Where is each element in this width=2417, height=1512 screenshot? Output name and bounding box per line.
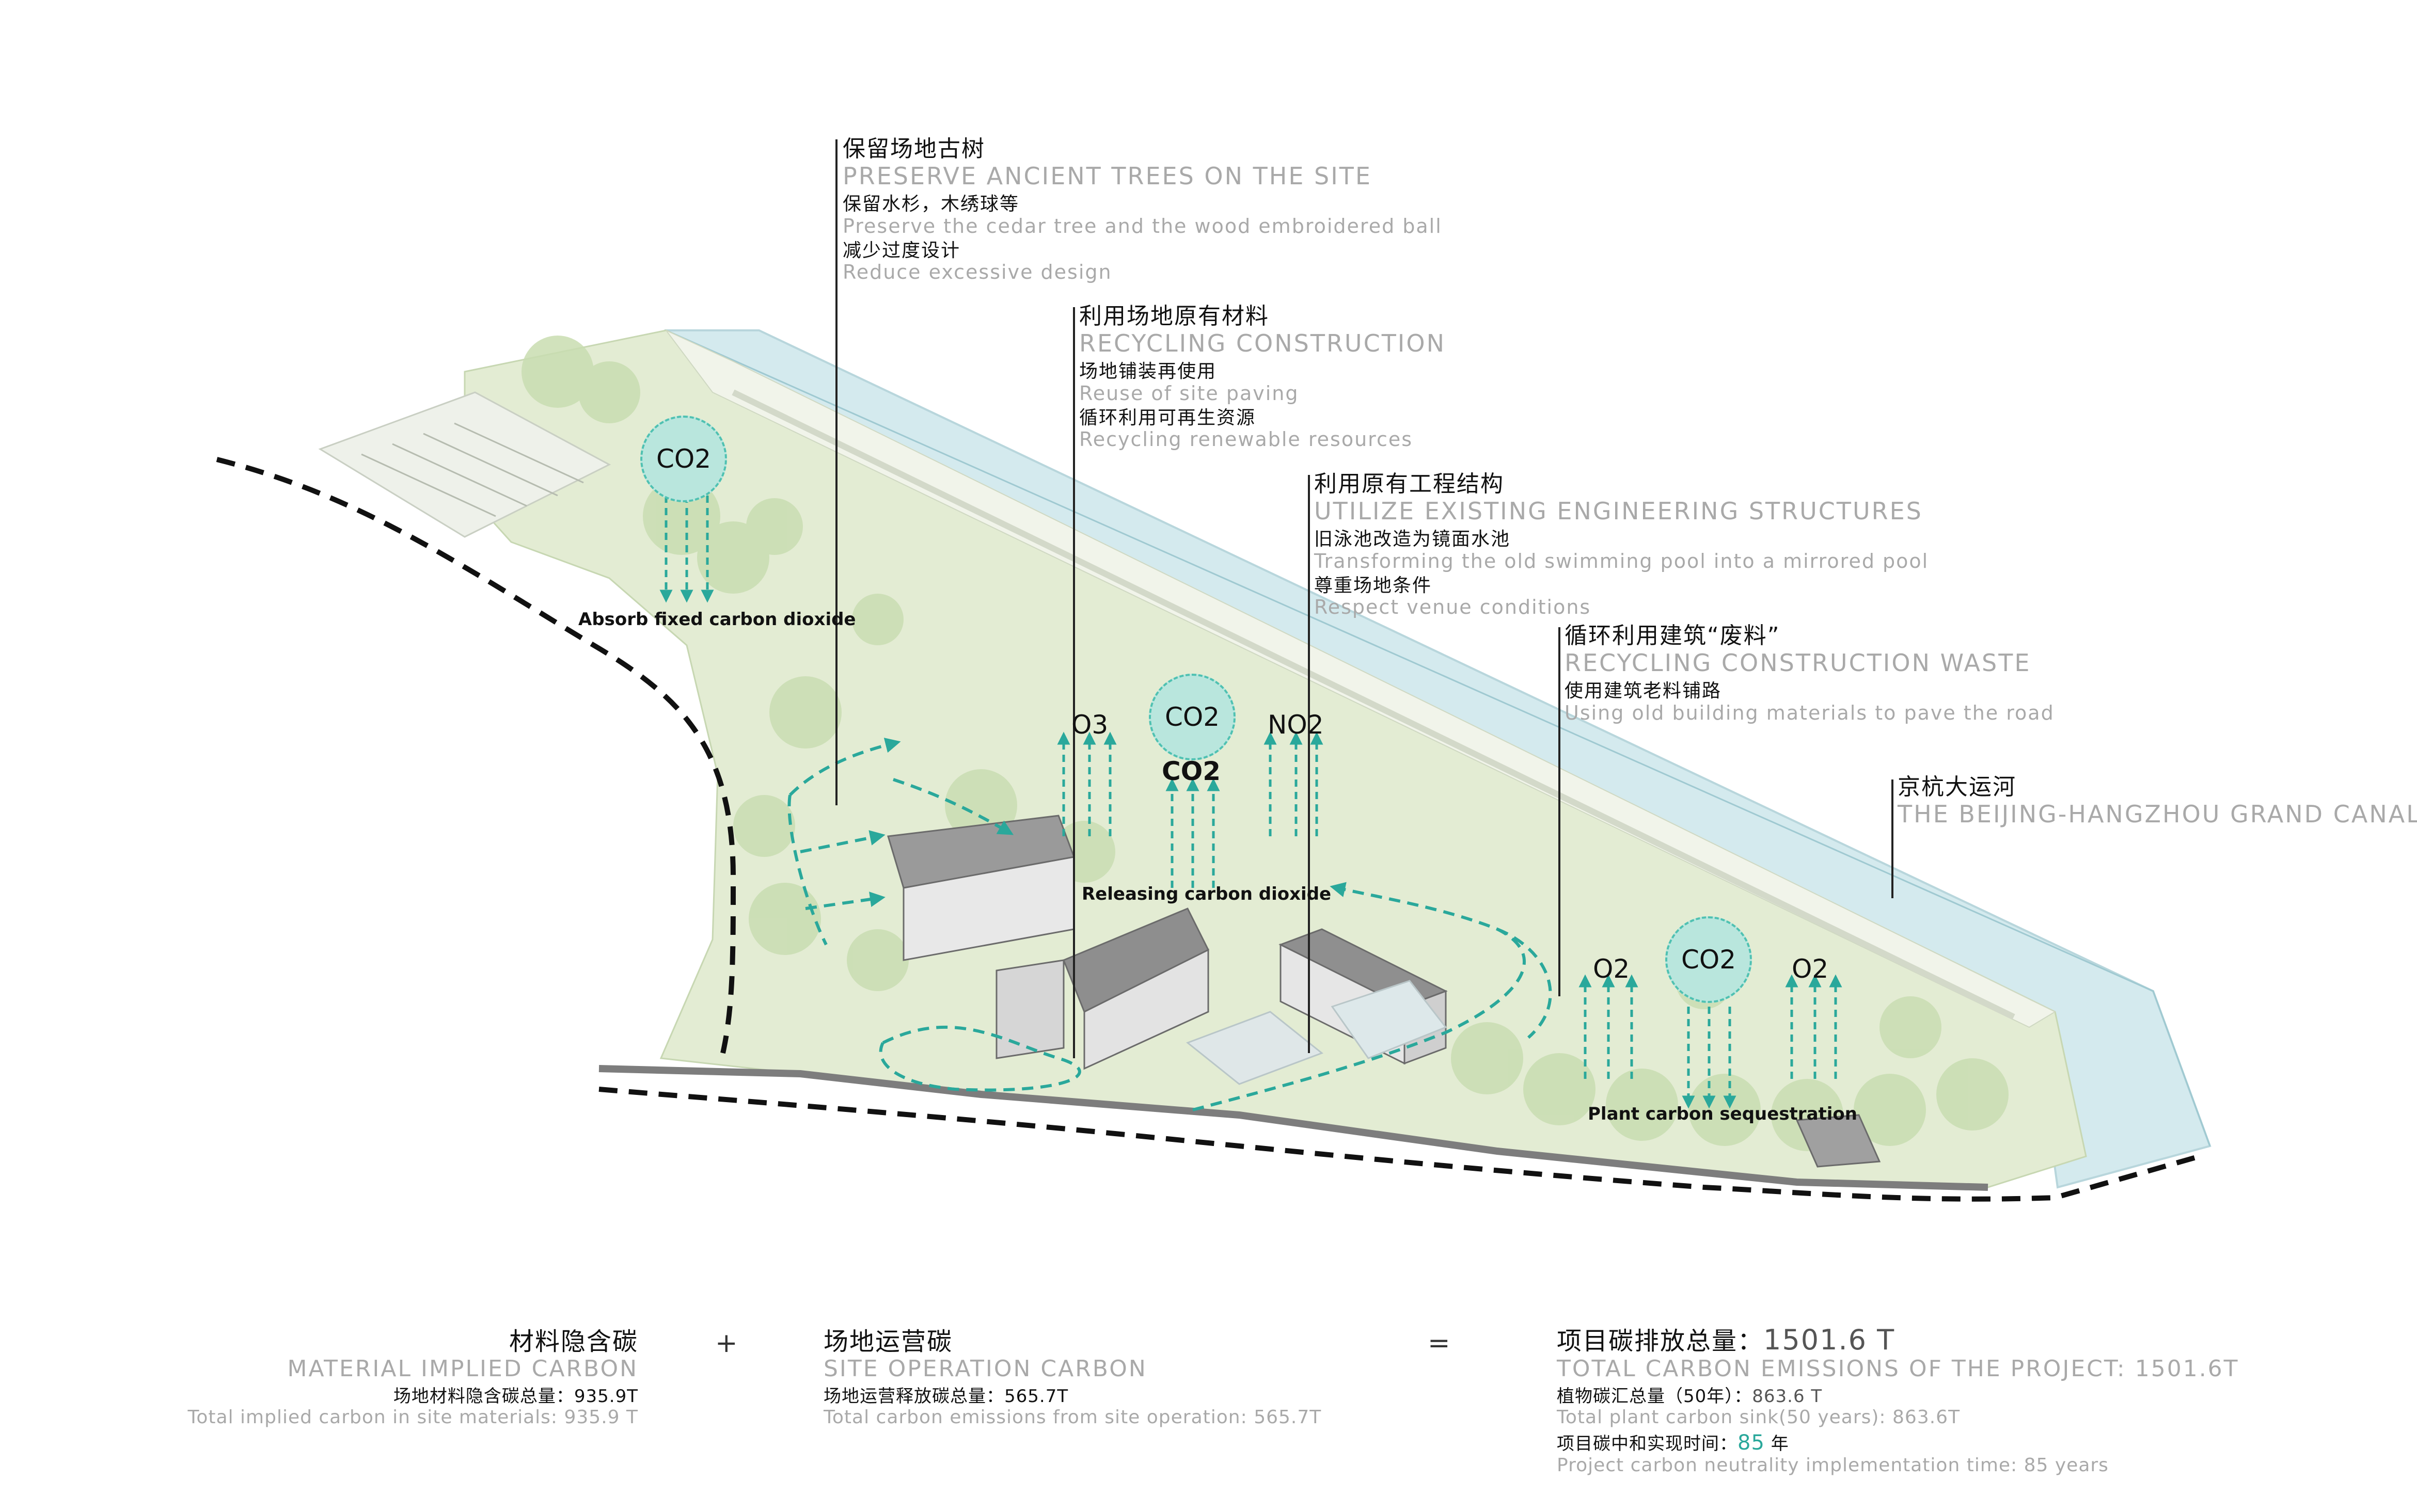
summary-line-en: Total carbon emissions from site operati… (824, 1406, 1322, 1428)
summary-sink-en: Total plant carbon sink(50 years): 863.6… (1557, 1406, 1961, 1428)
annotation-detail-zh: 保留水杉，木绣球等 (843, 194, 1020, 215)
summary-title-en: MATERIAL IMPLIED CARBON (287, 1356, 638, 1382)
summary-neutral-en: Project carbon neutrality implementation… (1557, 1455, 2109, 1476)
plus-operator: + (715, 1328, 738, 1359)
annotation-recycling-construction: 利用场地原有材料 RECYCLING CONSTRUCTION 场地铺装再使用 … (1079, 303, 1446, 451)
summary-title-en: SITE OPERATION CARBON (824, 1356, 1147, 1382)
flow-plant-label: Plant carbon sequestration (1588, 1104, 1857, 1124)
gas-o2-right-label: O2 (1792, 954, 1829, 984)
annotation-title-en: UTILIZE EXISTING ENGINEERING STRUCTURES (1314, 497, 1923, 525)
annotation-detail-zh: 循环利用可再生资源 (1079, 407, 1256, 428)
equals-operator: = (1428, 1328, 1450, 1359)
summary-title-zh: 项目碳排放总量：1501.6 T (1557, 1324, 1895, 1356)
gas-o2-left-label: O2 (1593, 954, 1630, 984)
summary-total-carbon: 项目碳排放总量：1501.6 T TOTAL CARBON EMISSIONS … (1557, 1324, 2239, 1476)
annotation-title-en: RECYCLING CONSTRUCTION (1079, 329, 1446, 357)
annotation-detail-en: Reuse of site paving (1079, 381, 1299, 405)
annotation-detail-zh: 使用建筑老料铺路 (1565, 680, 1722, 702)
annotation-detail-en: Transforming the old swimming pool into … (1314, 549, 1929, 572)
summary-operation-carbon: 场地运营碳 SITE OPERATION CARBON 场地运营释放碳总量：56… (824, 1327, 1322, 1428)
co2-bubble-plant: CO2 (1665, 916, 1752, 1003)
gas-co2-label: CO2 (1162, 756, 1221, 786)
flow-release-label: Releasing carbon dioxide (1082, 884, 1332, 904)
annotation-title-en: RECYCLING CONSTRUCTION WASTE (1565, 648, 2031, 677)
annotation-title-zh: 利用场地原有材料 (1079, 303, 1269, 329)
co2-bubble-absorb: CO2 (640, 416, 727, 502)
gas-no2-label: NO2 (1268, 710, 1324, 740)
summary-line-zh: 场地运营释放碳总量：565.7T (824, 1386, 1069, 1407)
annotation-detail-zh: 尊重场地条件 (1314, 575, 1432, 596)
summary-title-zh: 材料隐含碳 (509, 1327, 638, 1356)
annotation-detail-en: Reduce excessive design (843, 260, 1112, 283)
site-boundary-dashed (216, 457, 736, 1054)
annotation-detail-en: Recycling renewable resources (1079, 427, 1413, 451)
annotation-detail-en: Respect venue conditions (1314, 595, 1591, 618)
annotation-grand-canal: 京杭大运河 THE BEIJING-HANGZHOU GRAND CANAL (1898, 774, 2417, 827)
annotation-preserve-trees: 保留场地古树 PRESERVE ANCIENT TREES ON THE SIT… (843, 136, 1442, 284)
summary-title-zh: 场地运营碳 (824, 1327, 953, 1356)
annotation-title-en: PRESERVE ANCIENT TREES ON THE SITE (843, 162, 1372, 190)
summary-sink-zh: 植物碳汇总量（50年）：863.6 T (1557, 1386, 1823, 1407)
gas-o3-label: O3 (1071, 710, 1109, 740)
annotation-title-en: THE BEIJING-HANGZHOU GRAND CANAL (1898, 800, 2417, 828)
flow-absorb-label: Absorb fixed carbon dioxide (578, 609, 856, 630)
annotation-construction-waste: 循环利用建筑“废料” RECYCLING CONSTRUCTION WASTE … (1565, 623, 2055, 725)
summary-line-zh: 场地材料隐含碳总量：935.9T (393, 1386, 638, 1407)
annotation-detail-zh: 场地铺装再使用 (1079, 361, 1217, 383)
annotation-title-zh: 京杭大运河 (1898, 774, 2016, 800)
summary-material-carbon: 材料隐含碳 MATERIAL IMPLIED CARBON 场地材料隐含碳总量：… (187, 1327, 639, 1428)
annotation-detail-zh: 减少过度设计 (843, 240, 961, 261)
annotation-title-zh: 利用原有工程结构 (1314, 471, 1504, 497)
annotation-title-zh: 保留场地古树 (843, 136, 985, 162)
annotation-title-zh: 循环利用建筑“废料” (1565, 623, 1780, 649)
summary-neutral-zh: 项目碳中和实现时间：85 年 (1557, 1431, 1789, 1455)
annotation-detail-en: Using old building materials to pave the… (1565, 701, 2055, 724)
summary-line-en: Total implied carbon in site materials: … (187, 1406, 638, 1428)
annotation-existing-structures: 利用原有工程结构 UTILIZE EXISTING ENGINEERING ST… (1314, 471, 1929, 619)
co2-bubble-release: CO2 (1149, 674, 1236, 760)
annotation-detail-zh: 旧泳池改造为镜面水池 (1314, 529, 1511, 550)
annotation-detail-en: Preserve the cedar tree and the wood emb… (843, 214, 1442, 237)
summary-title-en: TOTAL CARBON EMISSIONS OF THE PROJECT: 1… (1557, 1356, 2239, 1382)
